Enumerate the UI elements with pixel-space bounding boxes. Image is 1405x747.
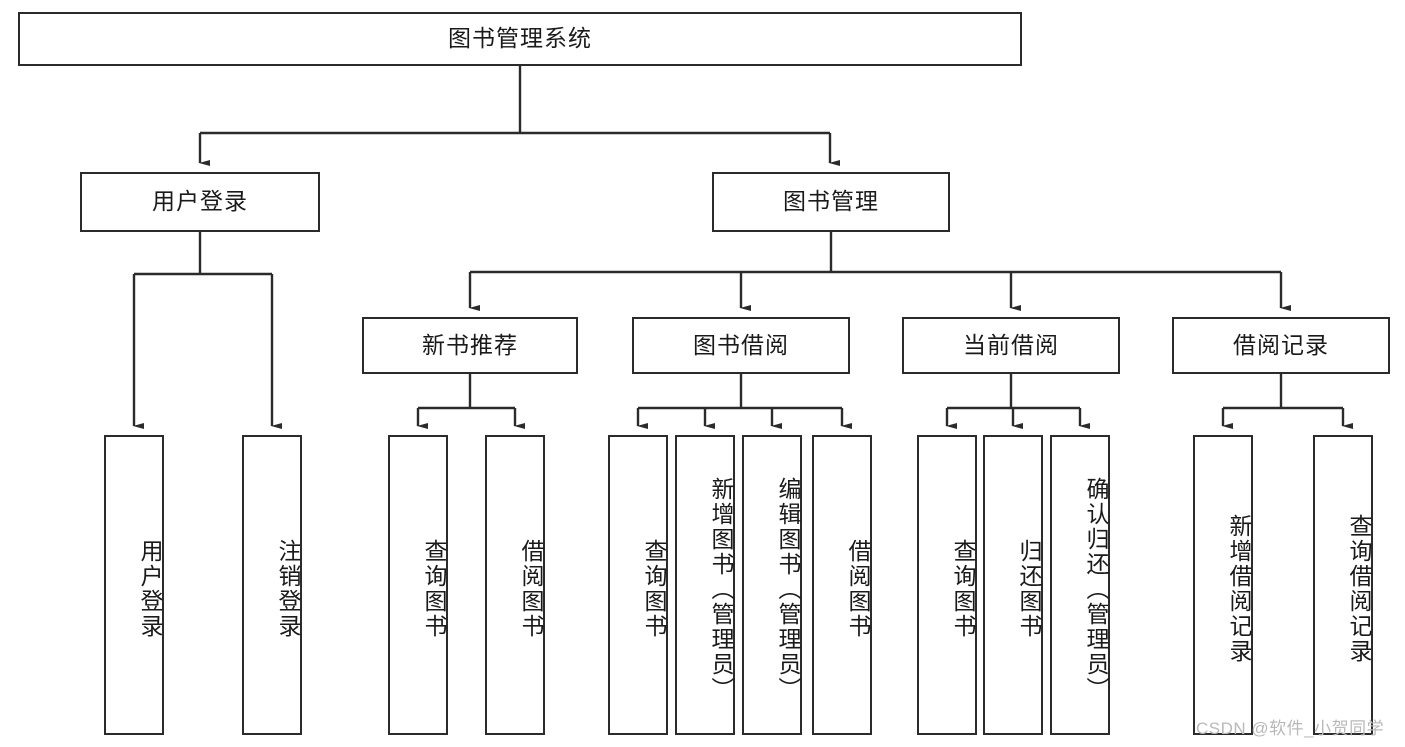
node-label: 借阅图书 (518, 539, 544, 639)
node-book-manage[interactable]: 图书管理 (712, 172, 950, 232)
node-leaf-return-book[interactable]: 归还图书 (983, 435, 1043, 735)
node-label: 图书借阅 (693, 331, 789, 358)
node-label: 查询图书 (421, 539, 447, 639)
node-leaf-query-book[interactable]: 查询图书 (608, 435, 668, 735)
node-leaf-add-record[interactable]: 新增借阅记录 (1193, 435, 1253, 735)
node-leaf-borrow-book[interactable]: 借阅图书 (812, 435, 872, 735)
csdn-watermark: CSDN @软件_小贺同学 (1196, 719, 1385, 738)
node-label: 当前借阅 (963, 331, 1059, 358)
node-leaf-edit-book[interactable]: 编辑图书（管理员） (742, 435, 802, 735)
node-user-login[interactable]: 用户登录 (80, 172, 320, 232)
node-label: 用户登录 (137, 539, 163, 639)
node-new-book-rec[interactable]: 新书推荐 (362, 317, 578, 374)
node-leaf-confirm-return[interactable]: 确认归还（管理员） (1050, 435, 1110, 735)
node-label: 图书管理 (783, 188, 879, 215)
node-label: 编辑图书（管理员） (775, 476, 801, 702)
node-leaf-user-logout[interactable]: 注销登录 (242, 435, 302, 735)
node-label: 注销登录 (275, 539, 301, 639)
node-book-borrow[interactable]: 图书借阅 (632, 317, 850, 374)
node-leaf-borrow-book-rec[interactable]: 借阅图书 (485, 435, 545, 735)
node-label: 新增图书（管理员） (708, 476, 734, 702)
node-label: 查询借阅记录 (1346, 514, 1372, 664)
node-label: 图书管理系统 (448, 25, 592, 52)
node-borrow-record[interactable]: 借阅记录 (1172, 317, 1390, 374)
node-leaf-add-book[interactable]: 新增图书（管理员） (675, 435, 735, 735)
node-label: 用户登录 (152, 188, 248, 215)
node-label: 归还图书 (1016, 539, 1042, 639)
node-leaf-query-book-cur[interactable]: 查询图书 (917, 435, 977, 735)
node-label: 新增借阅记录 (1226, 514, 1252, 664)
node-label: 查询图书 (641, 539, 667, 639)
node-label: 新书推荐 (422, 331, 518, 358)
node-label: 借阅图书 (845, 539, 871, 639)
node-leaf-query-book-rec[interactable]: 查询图书 (388, 435, 448, 735)
node-leaf-user-login[interactable]: 用户登录 (104, 435, 164, 735)
node-label: 借阅记录 (1233, 331, 1329, 358)
node-current-borrow[interactable]: 当前借阅 (902, 317, 1120, 374)
node-leaf-query-record[interactable]: 查询借阅记录 (1313, 435, 1373, 735)
node-label: 查询图书 (950, 539, 976, 639)
node-label: 确认归还（管理员） (1083, 476, 1109, 702)
node-root[interactable]: 图书管理系统 (18, 12, 1022, 66)
